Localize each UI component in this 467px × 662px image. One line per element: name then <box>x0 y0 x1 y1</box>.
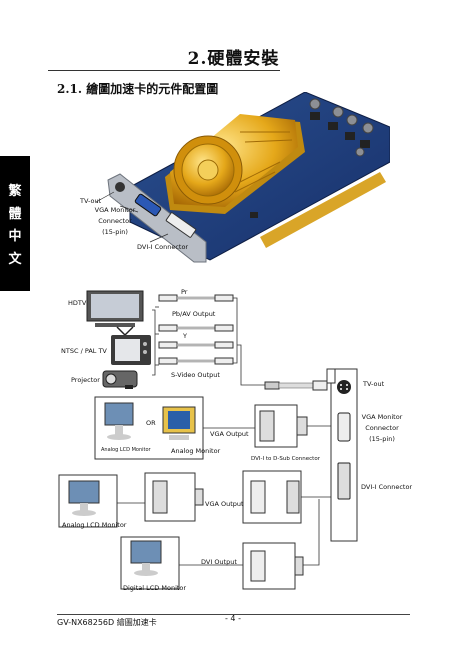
side-tab-char: 體 <box>8 206 22 222</box>
side-tab-char: 中 <box>8 229 22 245</box>
bracket-vga-port <box>337 412 351 442</box>
dvi-cable <box>242 542 304 590</box>
card-callout-lines <box>95 191 169 243</box>
vga-cable-2 <box>144 472 204 522</box>
label-analog-lcd-monitor: Analog LCD Monitor <box>62 521 127 529</box>
label-vga-output-2: VGA Output <box>205 500 244 508</box>
vga-port <box>134 193 162 217</box>
component-cables <box>158 294 234 365</box>
card-label-vga: VGA Monitor Connector (15-pin) <box>93 206 137 236</box>
page-number: - 4 - <box>225 614 241 623</box>
chapter-title: 2.硬體安裝 <box>187 49 280 69</box>
projector-icon <box>102 370 138 389</box>
side-tab-char: 繁 <box>8 183 22 199</box>
label-projector: Projector <box>71 376 100 384</box>
label-or: OR <box>146 419 156 427</box>
lcd-monitor-icon <box>104 402 134 440</box>
label-dvi-to-dsub: DVI-I to D-Sub Connector <box>251 456 320 462</box>
side-tab-char: 文 <box>8 252 22 268</box>
footer-model: GV-NX68256D 繪圖加速卡 <box>57 618 157 627</box>
label-bracket-vga-line: VGA Monitor <box>361 413 403 421</box>
crt-monitor-icon <box>162 406 196 440</box>
card-label-vga-line: VGA Monitor <box>94 206 136 214</box>
label-vga-output-1: VGA Output <box>210 430 249 438</box>
tv-out-port <box>115 182 125 192</box>
label-pr: Pr <box>181 288 188 296</box>
label-s-video-output: S-Video Output <box>171 371 220 379</box>
section-title: 2.1. 繪圖加速卡的元件配置圖 <box>57 82 219 96</box>
label-bracket-vga-line: Connector <box>365 424 399 432</box>
connection-diagram <box>58 290 358 590</box>
hdtv-icon <box>86 290 144 327</box>
label-digital-lcd-monitor: Digital LCD Monitor <box>123 584 187 592</box>
label-bracket-tv-out: TV-out <box>363 380 385 388</box>
graphics-card-illustration <box>107 92 390 263</box>
card-bracket-illustration <box>326 368 358 542</box>
crt-tv-icon <box>111 326 151 365</box>
tv-out-cable <box>264 380 328 391</box>
label-bracket-dvi: DVI-I Connector <box>361 483 413 491</box>
bracket-dvi-port <box>337 462 351 500</box>
card-label-dvi: DVI-I Connector <box>137 243 189 251</box>
label-ntsc-pal-tv: NTSC / PAL TV <box>61 347 107 355</box>
digital-lcd-icon <box>130 540 162 576</box>
label-y: Y <box>183 332 187 340</box>
analog-lcd-icon <box>68 480 100 516</box>
language-side-tab: 繁 體 中 文 <box>0 156 30 291</box>
label-analog-lcd-monitor-small: Analog LCD Monitor <box>101 447 151 453</box>
label-dvi-output: DVI Output <box>201 558 237 566</box>
footer-rule <box>57 614 410 615</box>
dvi-to-dsub-adapter <box>242 470 302 524</box>
card-label-vga-line: Connector <box>98 217 132 225</box>
label-bracket-vga-line: (15-pin) <box>369 435 395 443</box>
label-pb-av-output: Pb/AV Output <box>172 310 216 318</box>
card-label-vga-line: (15-pin) <box>102 228 128 236</box>
label-analog-monitor: Analog Monitor <box>171 447 221 455</box>
label-hdtv: HDTV <box>68 299 87 307</box>
label-bracket-vga: VGA Monitor Connector (15-pin) <box>360 413 404 443</box>
card-label-tv-out: TV-out <box>80 197 102 205</box>
vga-cable-1 <box>254 404 308 448</box>
title-rule <box>48 70 280 71</box>
bracket-tv-out-port <box>337 380 351 394</box>
dvi-port <box>165 212 197 238</box>
